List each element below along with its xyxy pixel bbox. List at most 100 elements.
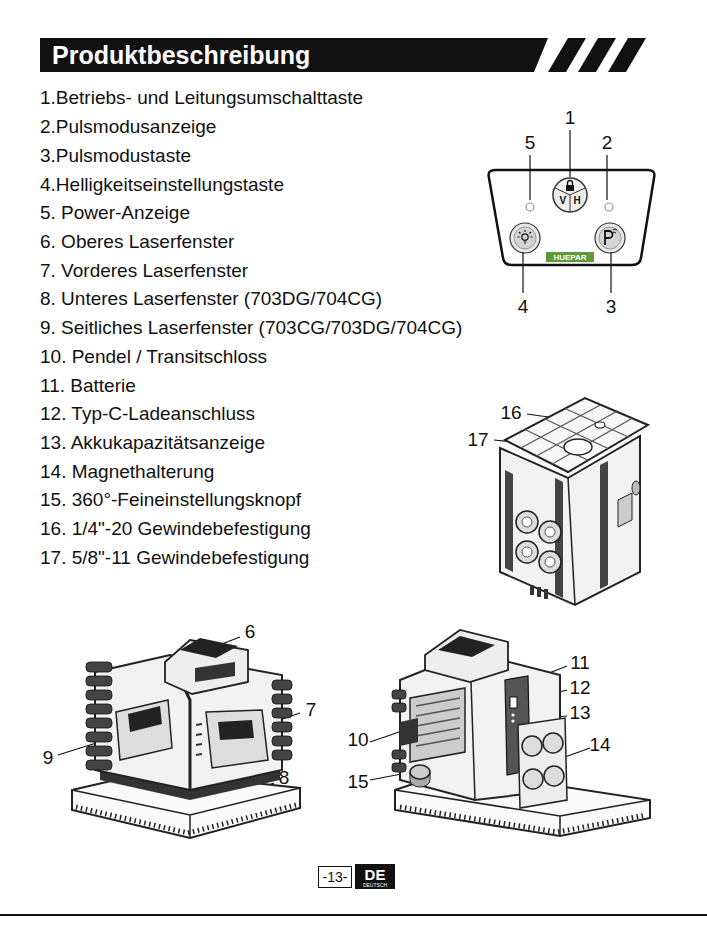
laser-level-front-view-part-part — [86, 718, 112, 728]
laser-level-side-view-part — [511, 713, 514, 716]
laser-level-side-view-part — [511, 719, 514, 722]
callout-number: 4 — [518, 296, 529, 318]
control-panel-part — [612, 229, 617, 233]
callout-number: 13 — [569, 702, 590, 724]
callout-number: 10 — [347, 729, 368, 751]
laser-level-rear-view-part — [539, 521, 561, 543]
title-band-part — [578, 38, 616, 72]
footer-rule — [0, 914, 707, 916]
laser-level-rear-view-part — [522, 517, 532, 527]
laser-level-side-view-part — [510, 697, 517, 708]
laser-level-front-view-part-part — [86, 746, 112, 756]
laser-level-rear-view-part — [505, 398, 648, 472]
laser-level-side-view-part — [438, 636, 495, 657]
laser-level-front-view-part-part — [86, 732, 112, 742]
callout-number: 12 — [569, 677, 590, 699]
callout-number: 8 — [279, 767, 290, 789]
laser-level-side-view-part — [410, 688, 465, 762]
control-panel-part — [514, 227, 536, 249]
laser-level-front-view-part-part — [272, 722, 292, 732]
control-panel-part — [526, 203, 534, 211]
laser-level-side-view-part — [400, 807, 646, 832]
laser-level-side-view-part — [518, 718, 567, 808]
part-list-item: 14. Magnethalterung — [40, 461, 214, 483]
laser-level-front-view-part-part — [86, 676, 112, 686]
laser-level-side-view-part — [522, 736, 542, 756]
laser-level-front-view-part — [180, 638, 238, 658]
title-band-part — [608, 38, 646, 72]
laser-level-front-view-part-part — [86, 662, 112, 672]
control-panel-part — [522, 234, 528, 240]
title-band — [40, 38, 646, 72]
callout-number: 14 — [589, 734, 610, 756]
leader-line-part — [606, 155, 607, 200]
laser-level-front-view-part — [195, 662, 235, 682]
laser-level-side-view — [392, 630, 650, 836]
laser-level-side-view-part — [416, 698, 460, 746]
laser-level-front-view-part-part — [86, 704, 112, 714]
laser-level-side-view-part-part — [392, 703, 406, 712]
part-list-item: 10. Pendel / Transitschloss — [40, 346, 267, 368]
callout-number: 7 — [306, 699, 317, 721]
laser-level-side-view-part — [544, 766, 564, 786]
laser-level-front-view-part — [116, 700, 172, 760]
part-list-item: 17. 5/8"-11 Gewindebefestigung — [40, 547, 309, 569]
laser-level-side-view-part — [410, 765, 430, 779]
part-list-item: 15. 360°-Feineinstellungsknopf — [40, 489, 301, 511]
laser-level-front-view-part — [206, 710, 268, 768]
part-list-item: 7. Vorderes Laserfenster — [40, 260, 248, 282]
part-list-item: 5. Power-Anzeige — [40, 202, 190, 224]
control-panel-part — [510, 223, 540, 253]
part-list-item: 13. Akkukapazitätsanzeige — [40, 432, 265, 454]
laser-level-rear-view-part — [521, 405, 633, 464]
button-outline — [552, 177, 588, 213]
callout-number: 5 — [525, 132, 536, 154]
callout-number: 16 — [500, 402, 521, 424]
laser-level-front-view-part-part — [86, 760, 112, 770]
laser-level-rear-view-part — [530, 585, 548, 599]
laser-level-side-view-part — [425, 630, 508, 682]
title-band-part — [40, 38, 548, 72]
page-number: -13- — [323, 870, 348, 884]
laser-level-rear-view-part — [545, 527, 555, 537]
laser-level-rear-view-part — [516, 511, 538, 533]
laser-level-side-view-part — [543, 733, 563, 753]
laser-level-rear-view-part — [595, 422, 605, 428]
laser-level-front-view-part-part — [272, 708, 292, 718]
part-list-item: 12. Typ-C-Ladeanschluss — [40, 403, 255, 425]
callout-number: 17 — [467, 429, 488, 451]
page-title: Produktbeschreibung — [52, 41, 310, 70]
laser-level-side-view-part — [523, 769, 543, 789]
laser-level-rear-view-part — [564, 439, 592, 455]
language-tab: DEDEUTSCH — [355, 864, 395, 889]
callout-number: 1 — [565, 107, 576, 129]
mode-letter: H — [574, 196, 581, 206]
part-list-item: 2.Pulsmodusanzeige — [40, 116, 216, 138]
laser-level-rear-view — [500, 398, 648, 605]
laser-level-front-view-part-part — [272, 680, 292, 690]
part-list-item: 16. 1/4"-20 Gewindebefestigung — [40, 518, 311, 540]
laser-level-front-view-part-part — [272, 750, 292, 760]
part-list-item: 11. Batterie — [40, 375, 136, 397]
callout-number: 6 — [245, 621, 256, 643]
brand-name: HUEPAR — [553, 254, 586, 262]
laser-level-front-view-part — [218, 720, 254, 740]
page-number-box: -13- — [318, 866, 352, 888]
leader-line-part — [529, 155, 530, 200]
mode-button: VH — [552, 177, 588, 213]
control-panel-part — [595, 223, 625, 253]
laser-level-rear-view-part — [539, 551, 561, 573]
footer-rule-part — [0, 914, 707, 916]
laser-level-front-view-part-part — [272, 736, 292, 746]
language-name: DEUTSCH — [363, 883, 387, 888]
laser-level-rear-view-part — [568, 478, 575, 605]
laser-level-front-view-part-part — [86, 690, 112, 700]
laser-level-side-view-part-part — [392, 750, 406, 759]
laser-level-front-view-part — [196, 724, 202, 755]
brand-badge: HUEPAR — [546, 252, 594, 262]
part-list-item: 1.Betriebs- und Leitungsumschalttaste — [40, 87, 363, 109]
control-panel-part — [489, 170, 655, 265]
part-list-item: 4.Helligkeitseinstellungstaste — [40, 174, 284, 196]
laser-level-front-view-part — [128, 706, 162, 732]
mode-letter: V — [559, 196, 566, 206]
